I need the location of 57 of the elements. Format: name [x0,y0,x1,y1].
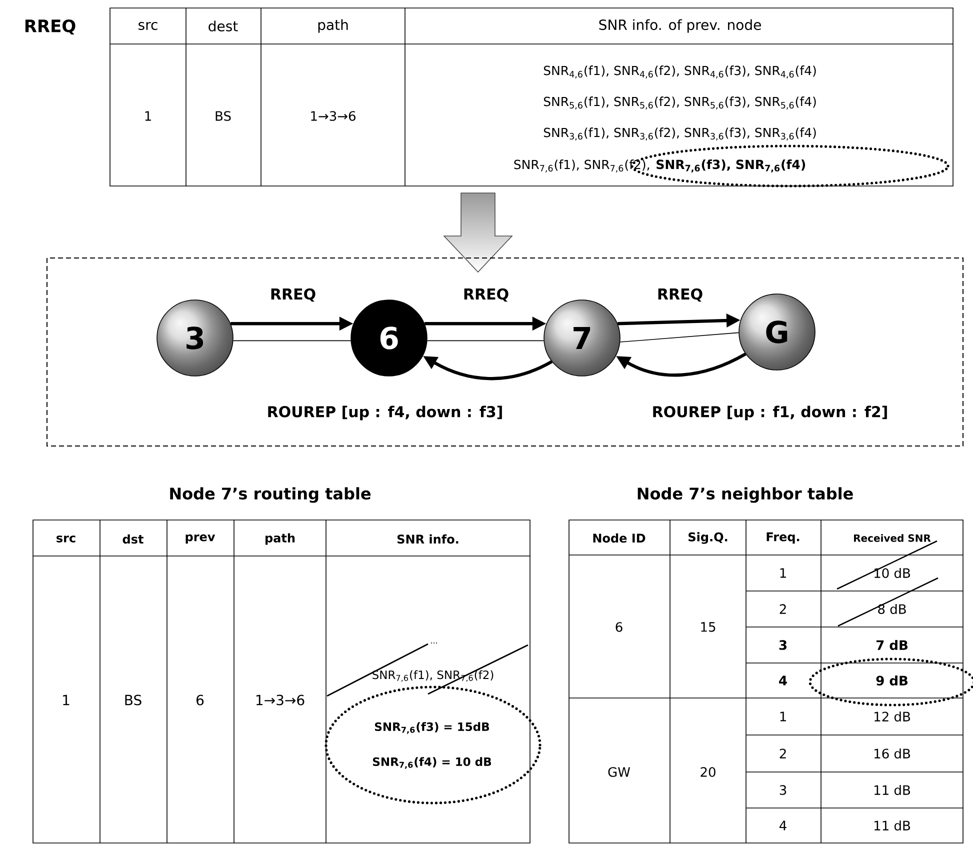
header-text: Sig.Q. [688,532,728,544]
table-text: 10 dB [874,568,910,578]
edge-label: RREQ [268,287,318,303]
table-text: 3 [780,785,786,795]
table-text: 20 [700,767,716,777]
table-text: 1 [145,111,151,121]
table-text: 6 [616,622,622,632]
header-text: dst [122,534,144,544]
header-text: src [138,22,158,30]
header-text: Node ID [593,533,646,543]
table-text: 3 [779,640,786,650]
table-text: 1 [780,712,786,722]
table-text: 16 dB [874,748,910,759]
table-text: 1→3→6 [311,111,356,121]
table-text: 2 [780,748,786,758]
table-text: 15 [701,622,716,632]
edge-label: ROUREP [up : f1, down : f2] [650,404,890,422]
header-text: prev [186,534,216,544]
connector-line [620,332,740,342]
table-text: 11 dB [874,820,910,831]
table-text: 1 [780,568,786,578]
table-text: SNR$_{3,6}$(f1), SNR$_{3,6}$(f2), SNR$_{3,6}$(f3), SNR$_{3,6}$(f4) [544,128,816,140]
table-text: 6 [196,694,204,706]
table-text: SNR$_{7,6}$(f3), SNR$_{7,6}$(f4) [656,159,806,173]
table-text: GW [608,767,630,777]
edge-label: ROUREP [up : f4, down : f3] [266,404,504,422]
table-text: 4 [779,676,787,686]
table-text: BS [216,111,231,121]
edge-label: RREQ [656,287,704,303]
table-title: Node 7’s routing table [170,487,371,503]
header-text: dest [208,20,238,32]
table-text: 9 dB [876,675,908,686]
connector-line [232,340,352,342]
table-text: 11 dB [874,784,910,796]
edge-label: RREQ [462,287,510,303]
table-title: Node 7’s neighbor table [638,487,853,503]
table-text: SNR$_{7,6}$(f3) = 15dB [375,722,490,734]
connector-line [426,340,544,342]
header-text: path [318,19,348,33]
table-text: SNR$_{5,6}$(f1), SNR$_{5,6}$(f2), SNR$_{5,6}$(f3), SNR$_{5,6}$(f4) [544,96,816,110]
header-text: SNR info. [397,534,458,544]
table-text: SNR$_{7,6}$(f4) = 10 dB [373,757,492,769]
table-text: SNR$_{4,6}$(f1), SNR$_{4,6}$(f2), SNR$_{4,6}$(f3), SNR$_{4,6}$(f4) [544,66,816,78]
table-text: 12 dB [874,711,910,722]
table-text: 1 [63,694,70,706]
header-text: Freq. [766,532,800,544]
header-text: SNR info. of prev. node [599,19,761,33]
table-text: 1→3→6 [256,694,304,706]
ellipsis-text: ... [431,642,437,644]
header-text: Received SNR [854,534,931,542]
table-text: 7 dB [876,640,908,650]
table-text: 2 [780,604,786,614]
header-text: path [266,533,295,545]
header-text: src [56,536,76,542]
table-text: 4 [780,820,786,830]
side-heading: RREQ [25,19,76,35]
table-text: BS [125,694,142,706]
